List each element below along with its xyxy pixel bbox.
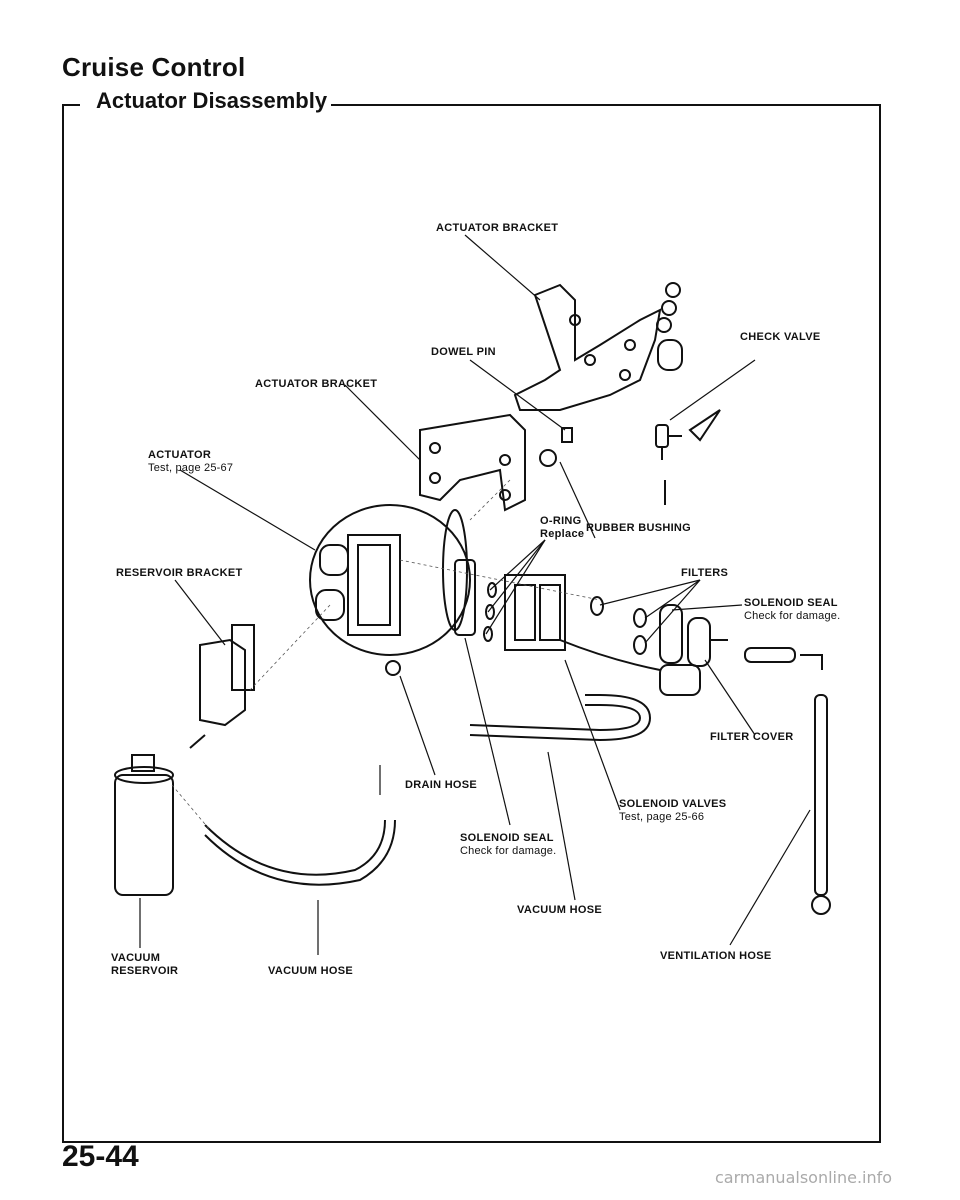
frame-top-rule-left: [62, 104, 80, 106]
check-valve-part: [655, 409, 721, 505]
label-solenoid-valves-ref: Test, page 25-66: [619, 811, 705, 823]
label-filter-cover: FILTER COVER: [710, 731, 794, 743]
label-drain-hose: DRAIN HOSE: [405, 779, 478, 791]
drain-hose-fitting: [385, 660, 401, 676]
rubber-bushing-part: [539, 449, 557, 467]
actuator-bracket-mid-part: [419, 413, 526, 512]
nut-parts: [656, 282, 683, 371]
label-actuator-bracket-mid: ACTUATOR BRACKET: [255, 378, 378, 390]
page-number: 25-44: [62, 1140, 139, 1173]
label-solenoid-seal-bottom-title: SOLENOID SEAL: [460, 832, 554, 844]
label-o-ring: O-RING Replace: [540, 515, 584, 541]
small-hose-part: [744, 647, 823, 670]
section-title: Actuator Disassembly: [92, 88, 332, 114]
label-solenoid-seal-bottom-note: Check for damage.: [460, 845, 557, 857]
o-ring-parts: [483, 582, 497, 642]
actuator-part: [309, 504, 471, 656]
label-solenoid-seal-right: SOLENOID SEAL Check for damage.: [744, 597, 840, 623]
label-vacuum-hose-mid: VACUUM HOSE: [517, 904, 602, 916]
reservoir-bracket-part: [189, 624, 255, 749]
label-check-valve: CHECK VALVE: [740, 331, 821, 343]
solenoid-valves-part: [504, 574, 701, 696]
ventilation-hose-part: [811, 694, 831, 915]
diagram-frame: [62, 104, 881, 1143]
actuator-bracket-top-part: [513, 283, 662, 411]
label-actuator-title: ACTUATOR: [148, 449, 212, 461]
vacuum-reservoir-part: [114, 754, 174, 896]
label-solenoid-valves: SOLENOID VALVES Test, page 25-66: [619, 798, 726, 824]
label-solenoid-seal-right-note: Check for damage.: [744, 610, 841, 622]
label-rubber-bushing: RUBBER BUSHING: [586, 522, 692, 534]
label-actuator: ACTUATOR Test, page 25-67: [148, 449, 233, 475]
vacuum-hose-u-part: [469, 694, 652, 742]
label-vacuum-hose-bottom: VACUUM HOSE: [268, 965, 353, 977]
label-o-ring-title: O-RING: [540, 515, 582, 527]
label-vacuum-reservoir-line2: RESERVOIR: [111, 965, 179, 977]
label-ventilation-hose: VENTILATION HOSE: [660, 950, 772, 962]
label-actuator-bracket-top: ACTUATOR BRACKET: [436, 222, 559, 234]
dowel-pin-part: [561, 427, 573, 443]
label-solenoid-seal-bottom: SOLENOID SEAL Check for damage.: [460, 832, 556, 858]
label-solenoid-valves-title: SOLENOID VALVES: [619, 798, 727, 810]
gasket-part: [454, 559, 476, 636]
label-vacuum-reservoir-line1: VACUUM: [111, 952, 161, 964]
label-dowel-pin: DOWEL PIN: [431, 346, 496, 358]
page-title: Cruise Control: [62, 52, 246, 82]
label-filters: FILTERS: [681, 567, 729, 579]
watermark: carmanualsonline.info: [715, 1168, 893, 1187]
label-vacuum-reservoir: VACUUM RESERVOIR: [111, 952, 178, 978]
label-solenoid-seal-right-title: SOLENOID SEAL: [744, 597, 838, 609]
label-o-ring-note: Replace: [540, 528, 585, 540]
vacuum-hose-curve-part: [204, 819, 386, 876]
label-actuator-ref: Test, page 25-67: [148, 462, 234, 474]
label-reservoir-bracket: RESERVOIR BRACKET: [116, 567, 243, 579]
frame-top-rule-right: [318, 104, 879, 106]
